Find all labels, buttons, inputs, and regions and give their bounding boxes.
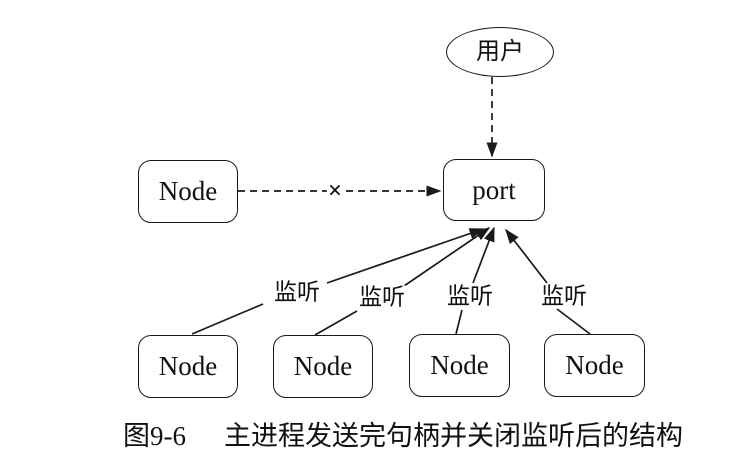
figure-caption: 图9-6 主进程发送完句柄并关闭监听后的结构 — [0, 420, 750, 452]
figure-caption-title: 主进程发送完句柄并关闭监听后的结构 — [224, 421, 683, 451]
closed-connection-x-mark: × — [326, 177, 344, 205]
detached-node-label: Node — [158, 176, 218, 206]
worker-node-box-4: Node — [544, 334, 645, 397]
listen-label-3: 监听 — [445, 283, 495, 309]
listen-arrow-1 — [326, 228, 485, 284]
listen-label-4: 监听 — [539, 283, 589, 309]
user-ellipse: 用户 — [446, 27, 554, 77]
worker-node-label-2: Node — [293, 351, 353, 381]
node4-to-listen-segment — [556, 308, 591, 335]
user-ellipse-label: 用户 — [476, 39, 524, 65]
listen-arrow-2 — [403, 227, 491, 287]
listen-label-1: 监听 — [272, 279, 322, 305]
listen-label-2: 监听 — [357, 284, 407, 310]
node2-to-listen-segment — [314, 310, 358, 336]
worker-node-box-3: Node — [409, 334, 510, 397]
worker-node-label-3: Node — [430, 350, 489, 380]
worker-node-label-4: Node — [565, 350, 624, 380]
listen-arrow-4 — [505, 228, 548, 284]
worker-node-label-1: Node — [158, 351, 218, 381]
detached-node-box: Node — [138, 160, 238, 223]
figure-caption-number: 图9-6 — [123, 421, 186, 451]
worker-node-box-2: Node — [273, 335, 373, 398]
worker-node-box-1: Node — [138, 335, 238, 398]
port-box-label: port — [472, 174, 516, 205]
node1-to-listen-segment — [191, 303, 264, 335]
port-box: port — [443, 159, 545, 221]
listen-arrow-3 — [472, 226, 495, 284]
node3-to-listen-segment — [455, 309, 463, 335]
